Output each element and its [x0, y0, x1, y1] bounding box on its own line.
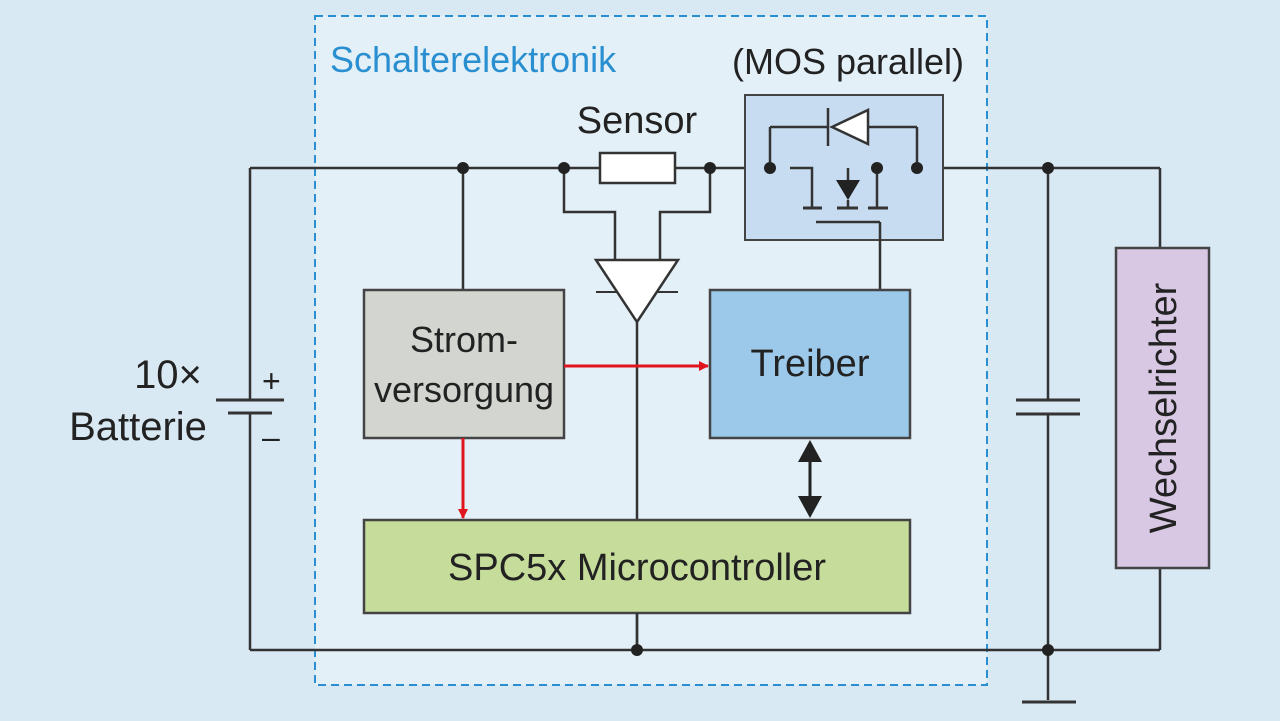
mosfet-symbol — [768, 108, 919, 290]
module-label: Schalterelektronik — [330, 39, 617, 80]
mos-box — [744, 94, 944, 241]
battery-label: Batterie — [69, 405, 207, 449]
capacitor-symbol — [1016, 168, 1080, 704]
battery-minus: – — [262, 419, 280, 455]
junction-dots — [457, 162, 1054, 656]
battery-plus: + — [262, 363, 281, 399]
driver-block — [708, 288, 912, 440]
power-supply-block — [362, 288, 566, 440]
mos-label: (MOS parallel) — [732, 41, 964, 82]
power-supply-label-line1: Strom- — [410, 319, 518, 360]
arrow-driver-mcu — [798, 440, 822, 518]
driver-label: Treiber — [751, 343, 870, 385]
battery-count-label: 10× — [134, 353, 202, 397]
inverter-block — [1114, 246, 1211, 570]
sense-amplifier-triangle — [593, 258, 681, 325]
battery-symbol — [216, 168, 284, 650]
sensor-label: Sensor — [577, 100, 698, 142]
sensor-resistor — [598, 151, 677, 185]
inverter-label: Wechselrichter — [1143, 282, 1185, 533]
power-supply-label-line2: versorgung — [374, 369, 554, 410]
bottom-rail — [250, 568, 1162, 652]
mcu-label: SPC5x Microcontroller — [448, 547, 826, 589]
